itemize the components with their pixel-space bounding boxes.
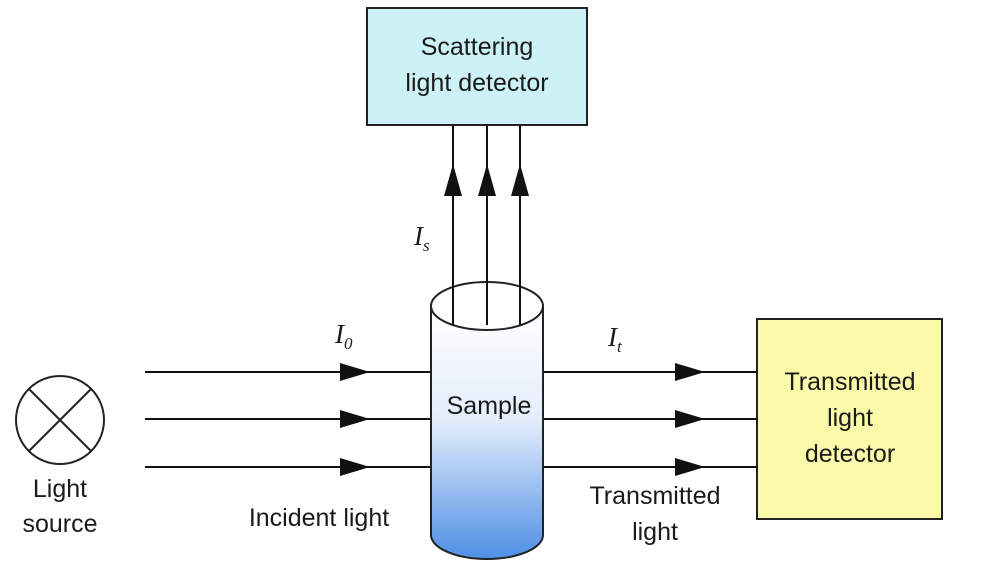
arrowhead	[340, 363, 370, 381]
scattering-detector-label-line2: light detector	[405, 69, 548, 97]
lamp-cross	[28, 388, 92, 452]
incident-intensity-symbol: I0	[334, 319, 353, 353]
transmitted-light-beams	[543, 371, 757, 468]
incident-arrowheads	[340, 363, 370, 476]
arrowhead	[511, 164, 529, 196]
scattering-detector-box	[366, 7, 588, 126]
light-source-label-line1: Light	[33, 475, 87, 503]
arrowhead	[675, 410, 705, 428]
arrowhead	[675, 458, 705, 476]
scattered-arrowheads	[444, 164, 529, 196]
scattering-detector-label-line1: Scattering	[421, 33, 534, 61]
light-source-label-line2: source	[22, 510, 97, 538]
transmitted-detector-label-line1: Transmitted	[784, 368, 915, 396]
transmitted-light-label-line2: light	[632, 518, 678, 546]
arrowhead	[444, 164, 462, 196]
scattering-light-detector: Scattering light detector	[366, 7, 588, 126]
transmitted-arrowheads	[675, 363, 705, 476]
transmitted-intensity-symbol: It	[607, 322, 623, 356]
sample-label: Sample	[447, 392, 532, 420]
transmitted-detector-box	[756, 318, 943, 520]
transmitted-detector-label-line3: detector	[805, 440, 895, 468]
transmitted-light-label-line1: Transmitted	[589, 482, 720, 510]
light-source-icon	[15, 375, 105, 465]
arrowhead	[675, 363, 705, 381]
scattered-light-beams	[452, 125, 521, 325]
transmitted-light-detector: Transmitted light detector	[756, 318, 943, 520]
arrowhead	[340, 458, 370, 476]
sample-cylinder: Sample	[430, 281, 544, 560]
transmitted-detector-label-line2: light	[827, 404, 873, 432]
arrowhead	[340, 410, 370, 428]
arrowhead	[478, 164, 496, 196]
sample-body	[430, 305, 544, 560]
scattered-intensity-symbol: Is	[413, 221, 430, 255]
incident-light-beams	[145, 371, 431, 468]
incident-light-label: Incident light	[249, 504, 389, 532]
